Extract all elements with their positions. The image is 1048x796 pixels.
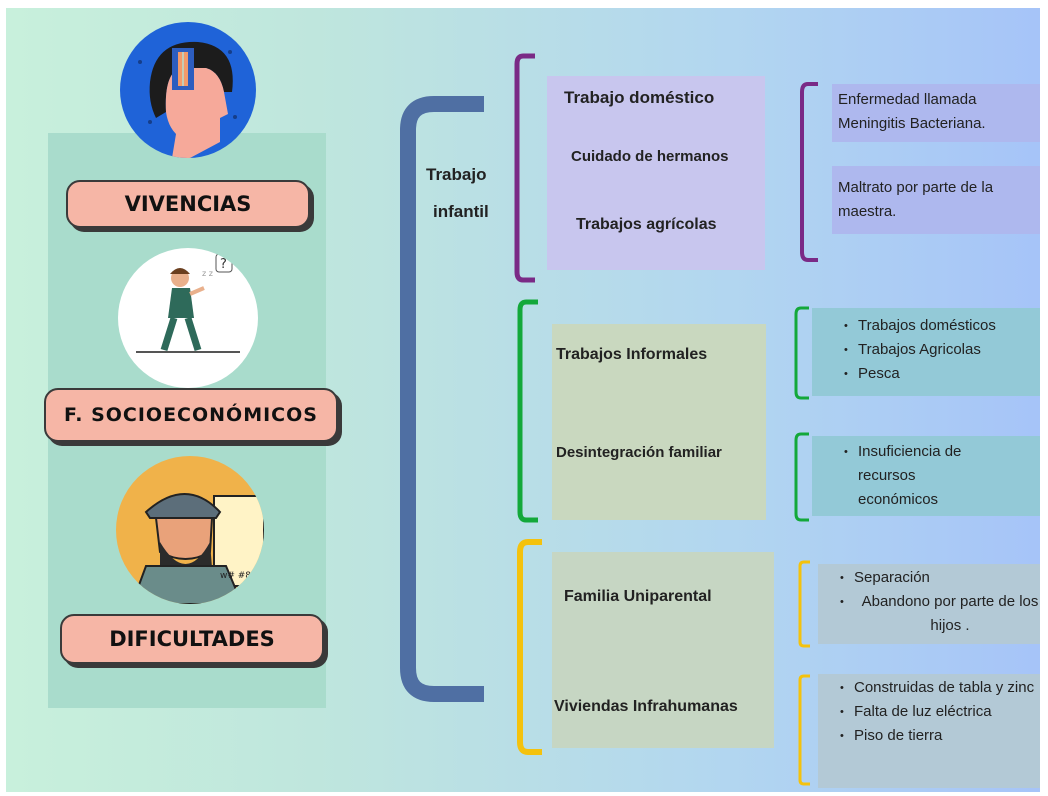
root-label-line1: Trabajo <box>426 165 487 184</box>
note-bullet: Construidas de tabla y zinc <box>840 676 1040 700</box>
group3-item: Familia Uniparental <box>564 588 712 605</box>
group2-box <box>552 324 766 520</box>
diagram-canvas: VIVENCIAS ? z z F. SOCIOECONÓMICOS w# #8… <box>6 8 1040 792</box>
svg-text:?: ? <box>220 257 227 272</box>
group1-item: Trabajos agrícolas <box>576 216 717 233</box>
group1-item: Trabajo doméstico <box>564 88 715 107</box>
walking-man-illustration: ? z z <box>118 248 258 388</box>
bracket-purple-small <box>800 82 818 262</box>
group1-note: Maltrato por parte de la maestra. <box>838 179 994 220</box>
big-bracket <box>400 96 484 702</box>
group3-notes-a: Separación Abandono por parte de los hij… <box>836 566 1040 638</box>
bracket-yellow-small <box>798 560 810 648</box>
bracket-green-small <box>794 306 809 400</box>
bracket-yellow <box>517 539 542 755</box>
person-head-illustration <box>120 22 256 158</box>
group2-item: Desintegración familiar <box>556 444 722 461</box>
group3-notes-b: Construidas de tabla y zinc Falta de luz… <box>836 676 1040 748</box>
label-dificultades: DIFICULTADES <box>60 614 324 664</box>
note-bullet: Pesca <box>844 362 1040 386</box>
note-bullet: Trabajos Agricolas <box>844 338 1040 362</box>
note-bullet: Abandono por parte de los hijos . <box>840 590 1040 638</box>
root-label-line2: infantil <box>433 202 489 221</box>
note-bullet: Falta de luz eléctrica <box>840 700 1040 724</box>
elder-man-illustration: w# #8 <box>116 456 264 604</box>
note-bullet: Piso de tierra <box>840 724 1040 748</box>
bracket-yellow-small <box>798 674 810 786</box>
group3-item: Viviendas Infrahumanas <box>554 698 738 715</box>
bracket-green <box>517 299 538 523</box>
group1-box <box>547 76 765 270</box>
note-bullet: Insuficiencia de recursos económicos <box>844 440 990 512</box>
note-bullet: Separación <box>840 566 1040 590</box>
bracket-green-small <box>794 432 809 522</box>
svg-text:z z: z z <box>202 269 213 278</box>
label-socioeconomicos: F. SOCIOECONÓMICOS <box>44 388 338 442</box>
svg-text:w# #8: w# #8 <box>220 571 251 581</box>
group2-item: Trabajos Informales <box>556 346 708 363</box>
group2-notes-b: Insuficiencia de recursos económicos <box>840 440 990 512</box>
group1-note-box <box>832 84 1040 142</box>
group1-note-box <box>832 166 1040 234</box>
bracket-purple <box>514 53 535 283</box>
group1-note: Enfermedad llamada Meningitis Bacteriana… <box>838 91 986 132</box>
note-bullet: Trabajos domésticos <box>844 314 1040 338</box>
label-vivencias: VIVENCIAS <box>66 180 310 228</box>
group3-box <box>552 552 774 748</box>
group1-item: Cuidado de hermanos <box>571 148 729 165</box>
group2-notes-a: Trabajos domésticos Trabajos Agricolas P… <box>840 314 1040 386</box>
